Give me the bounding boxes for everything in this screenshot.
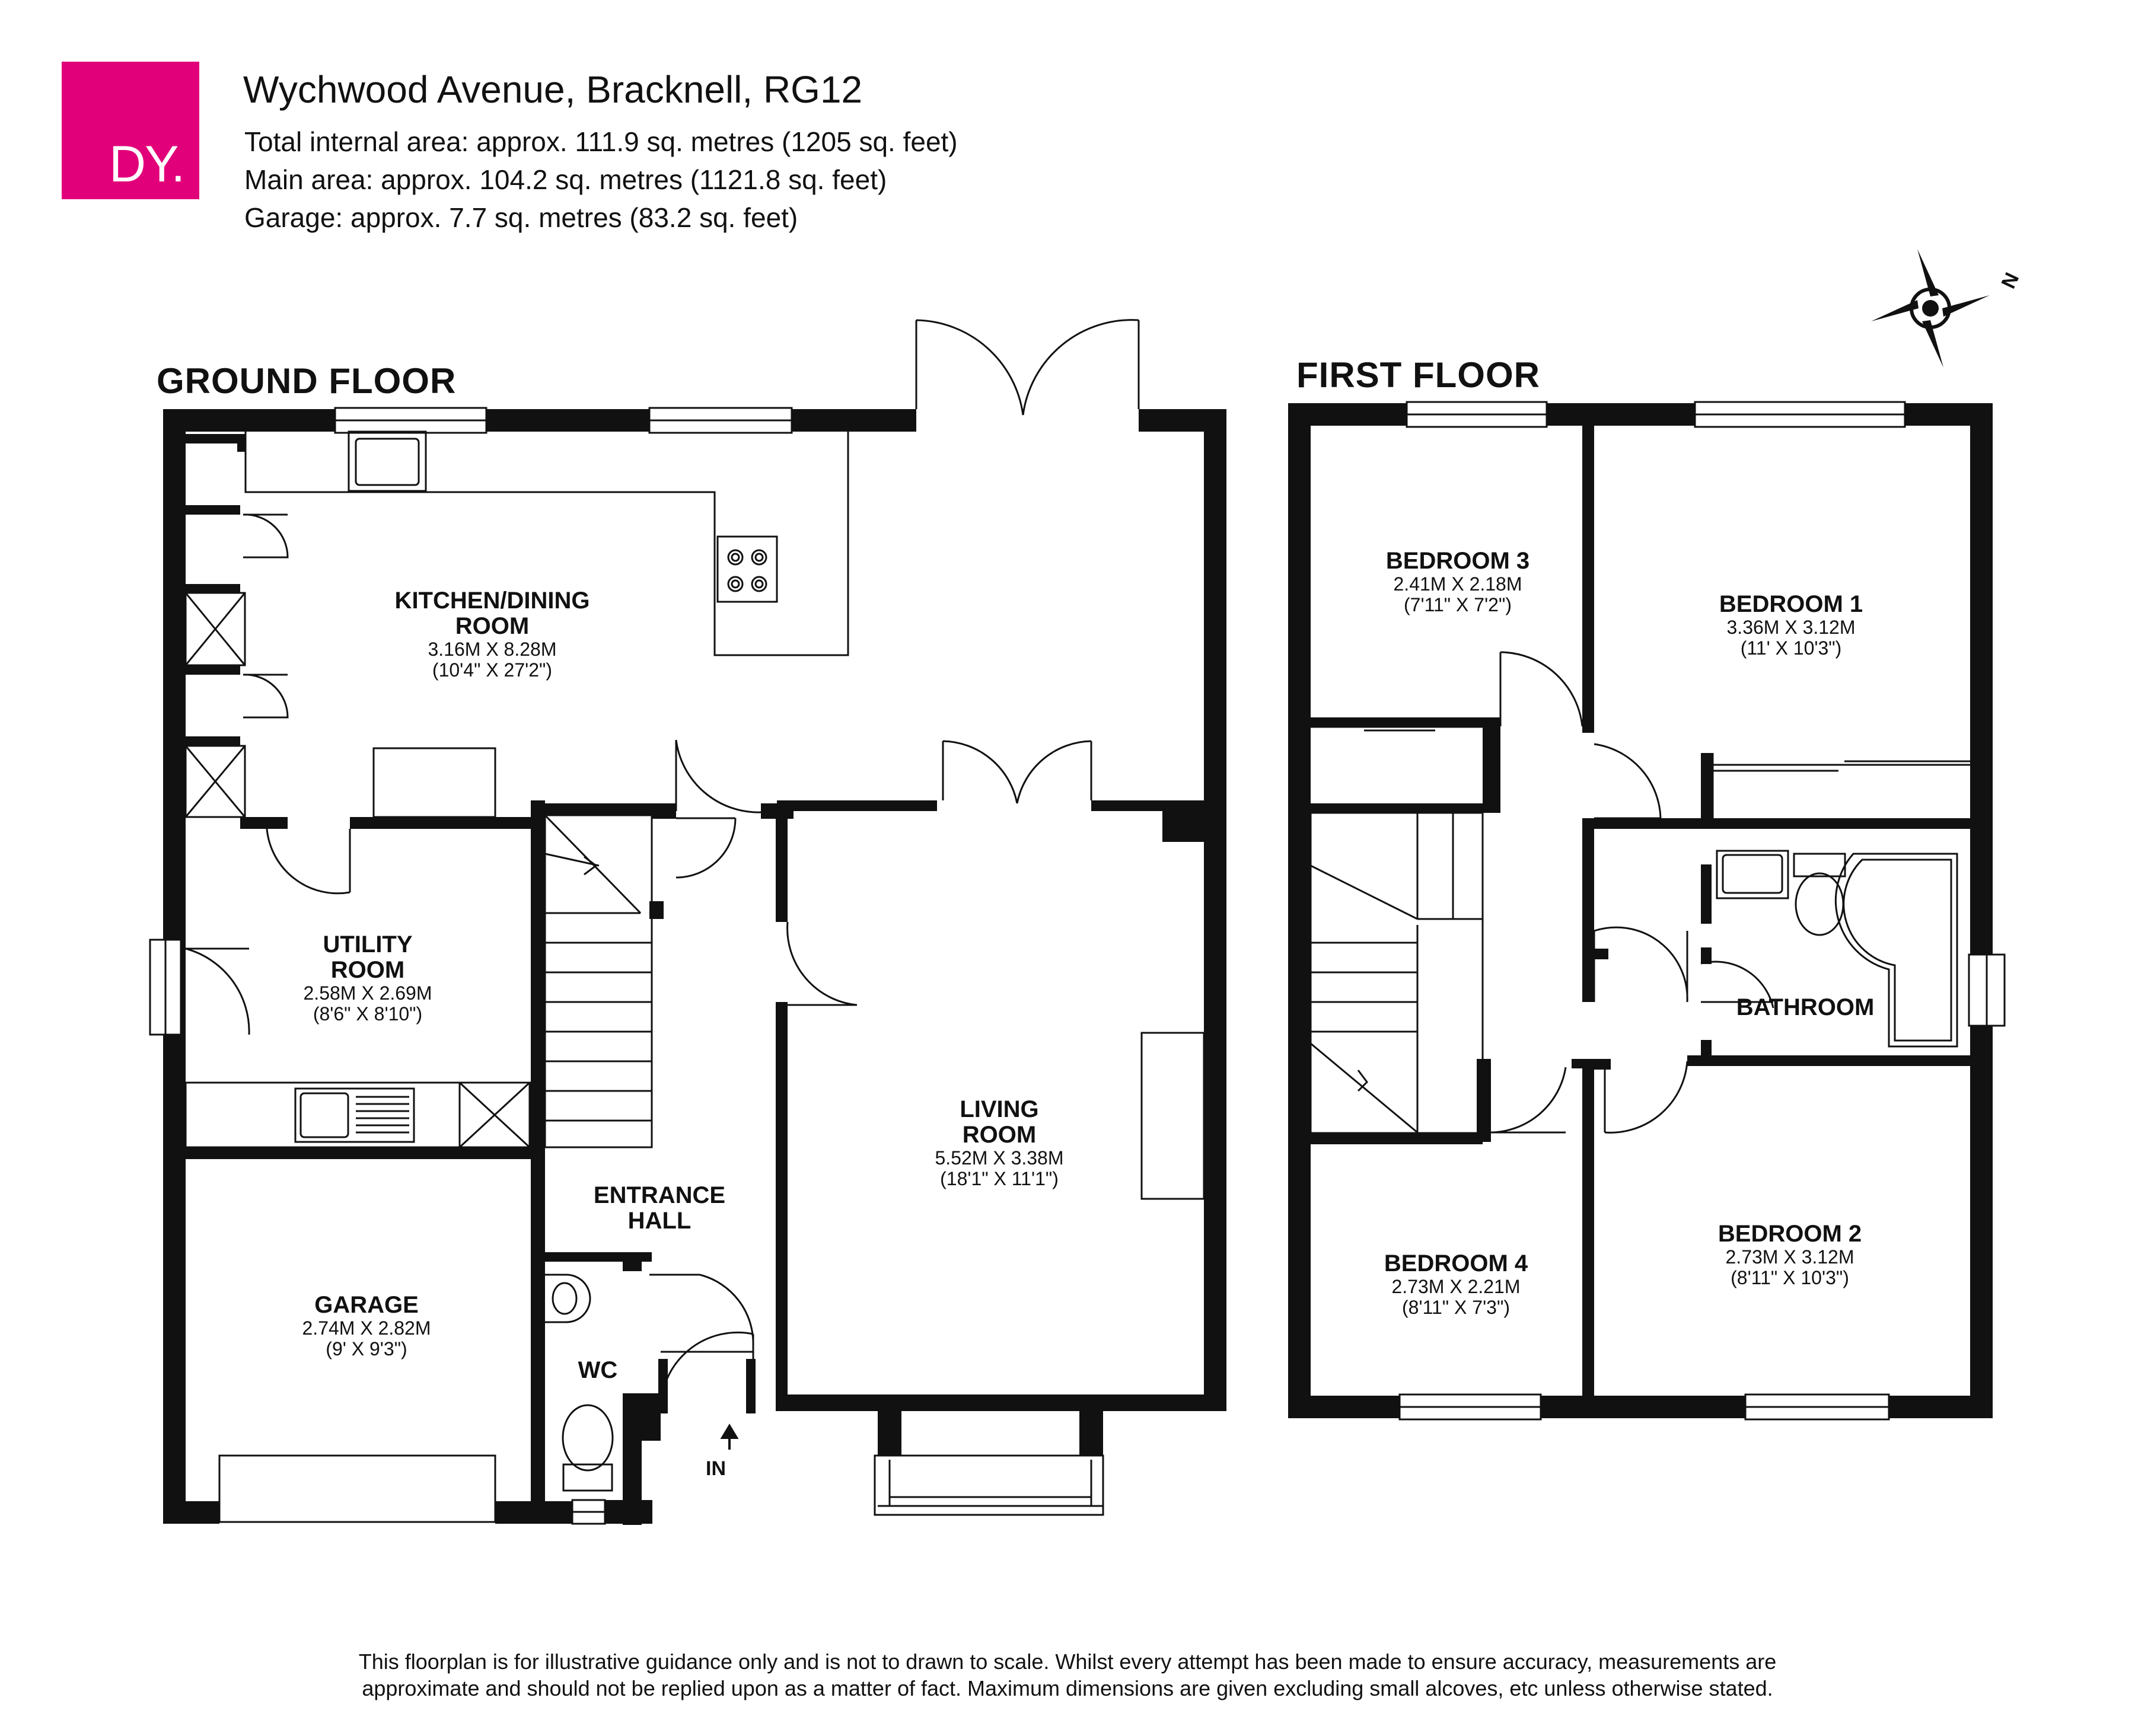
disclaimer-line-1: This floorplan is for illustrative guida…: [358, 1649, 1777, 1674]
room-name: GARAGE: [314, 1292, 419, 1318]
room-metric-dimensions: 5.52M X 3.38M: [935, 1147, 1064, 1169]
room-metric-dimensions: 3.36M X 3.12M: [1726, 617, 1856, 639]
compass-icon: [1871, 249, 1990, 368]
room-imperial-dimensions: (11' X 10'3"): [1740, 637, 1842, 659]
room-bedroom-1: BEDROOM 1 3.36M X 3.12M (11' X 10'3"): [1719, 591, 1863, 659]
room-bedroom-2: BEDROOM 2 2.73M X 3.12M (8'11" X 10'3"): [1718, 1221, 1862, 1288]
room-wc: WC: [578, 1357, 618, 1383]
room-imperial-dimensions: (18'1" X 11'1"): [940, 1167, 1059, 1189]
room-utility: UTILITY ROOM 2.58M X 2.69M (8'6" X 8'10"…: [303, 931, 432, 1025]
room-imperial-dimensions: (8'6" X 8'10"): [313, 1003, 423, 1025]
entrance-label: IN: [706, 1457, 726, 1480]
room-imperial-dimensions: (8'11" X 10'3"): [1731, 1266, 1849, 1288]
main-area-text: Main area: approx. 104.2 sq. metres (112…: [244, 164, 887, 195]
room-name: BATHROOM: [1736, 994, 1875, 1020]
room-imperial-dimensions: (8'11" X 7'3"): [1402, 1296, 1510, 1318]
room-imperial-dimensions: (9' X 9'3"): [326, 1338, 407, 1360]
stair-direction-arrow-icon: [584, 856, 598, 876]
first-floor-stair-arrow-icon: [1357, 1070, 1368, 1092]
room-entrance-hall: ENTRANCE HALL: [593, 1182, 726, 1234]
room-name: LIVING: [960, 1096, 1039, 1122]
logo-text: DY.: [109, 136, 185, 193]
room-metric-dimensions: 2.41M X 2.18M: [1393, 573, 1522, 595]
room-name: BEDROOM 4: [1384, 1250, 1528, 1277]
room-name: WC: [578, 1357, 618, 1383]
room-name-line2: ROOM: [962, 1122, 1037, 1148]
room-name-line2: ROOM: [330, 957, 405, 984]
room-kitchen-dining: KITCHEN/DINING ROOM 3.16M X 8.28M (10'4"…: [395, 588, 590, 680]
room-metric-dimensions: 3.16M X 8.28M: [428, 639, 557, 660]
first-floor-title: FIRST FLOOR: [1296, 355, 1540, 395]
room-name-line2: HALL: [627, 1208, 692, 1234]
room-name-line2: ROOM: [455, 613, 530, 640]
room-bathroom: BATHROOM: [1736, 994, 1875, 1020]
garage-area-text: Garage: approx. 7.7 sq. metres (83.2 sq.…: [244, 202, 798, 233]
room-living: LIVING ROOM 5.52M X 3.38M (18'1" X 11'1"…: [935, 1096, 1064, 1189]
company-logo: DY.: [62, 62, 199, 199]
room-imperial-dimensions: (10'4" X 27'2"): [432, 659, 553, 681]
room-imperial-dimensions: (7'11" X 7'2"): [1404, 593, 1512, 615]
ground-floor-title: GROUND FLOOR: [157, 361, 457, 401]
room-name: BEDROOM 3: [1385, 548, 1530, 574]
room-metric-dimensions: 2.74M X 2.82M: [302, 1317, 431, 1339]
room-name: KITCHEN/DINING: [394, 588, 590, 614]
room-bedroom-4: BEDROOM 4 2.73M X 2.21M (8'11" X 7'3"): [1384, 1250, 1528, 1318]
room-name: BEDROOM 1: [1719, 591, 1863, 617]
room-garage: GARAGE 2.74M X 2.82M (9' X 9'3"): [302, 1292, 431, 1360]
total-area-text: Total internal area: approx. 111.9 sq. m…: [244, 126, 958, 157]
property-title: Wychwood Avenue, Bracknell, RG12: [243, 68, 863, 111]
room-metric-dimensions: 2.73M X 3.12M: [1725, 1246, 1854, 1268]
room-bedroom-3: BEDROOM 3 2.41M X 2.18M (7'11" X 7'2"): [1386, 548, 1529, 615]
disclaimer-line-2: approximate and should not be replied up…: [362, 1676, 1773, 1700]
room-name: ENTRANCE: [593, 1182, 726, 1208]
room-name: UTILITY: [323, 931, 413, 958]
room-metric-dimensions: 2.58M X 2.69M: [303, 982, 432, 1004]
room-metric-dimensions: 2.73M X 2.21M: [1391, 1276, 1521, 1298]
room-name: BEDROOM 2: [1717, 1221, 1862, 1247]
entrance-arrow-icon: [720, 1424, 739, 1450]
disclaimer: This floorplan is for illustrative guida…: [0, 1648, 2135, 1702]
